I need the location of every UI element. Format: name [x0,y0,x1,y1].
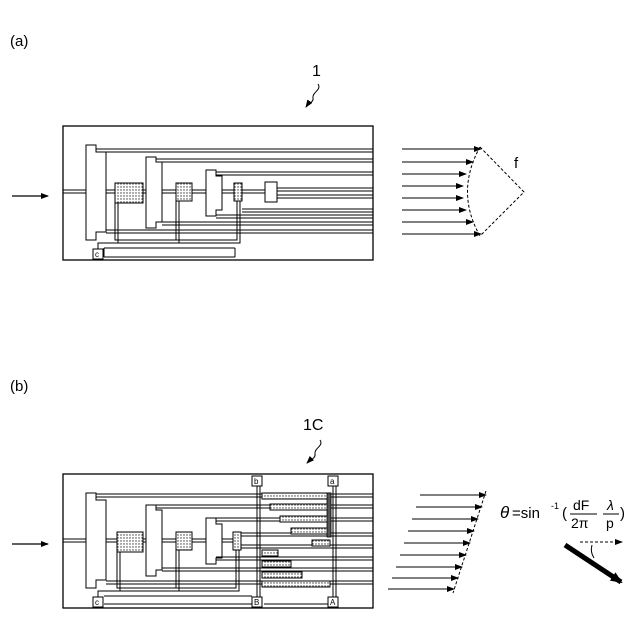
focus-label-f: f [514,155,519,172]
formula-sin: =sin [512,505,540,522]
splitter-3 [206,170,222,216]
device-number-a: 1 [312,63,321,80]
phase-shifter-b-2 [176,532,192,550]
phase-shifter-2 [176,183,192,201]
wavefront-a [468,147,481,236]
electrode-strip-a [327,493,331,537]
formula-theta: θ [500,503,510,522]
port-B-label: B [254,598,259,607]
device-number-b: 1C [303,417,323,434]
phase-shifter-1 [115,183,143,203]
splitter-4 [265,182,277,202]
splitter-2 [146,157,162,228]
port-c-label-b: c [95,598,99,607]
leader-line-a [306,84,319,107]
port-c-label: c [95,250,99,259]
phase-shifter-b-3 [233,532,241,550]
formula-frac1-num: dF [573,497,589,513]
leader-line-b [307,440,321,463]
steering-phase-shifters [262,493,330,587]
phase-shifter-b-1 [117,532,143,552]
formula-frac1-den: 2π [571,515,589,531]
splitter-b-2 [146,505,162,576]
formula-paren-close: ) [620,505,625,522]
splitter-1 [86,145,106,240]
angle-arc [591,545,594,558]
output-arrows-a [402,149,481,234]
phase-shifter-3 [234,183,242,201]
formula-paren-open: ( [562,505,567,522]
port-A-label: A [330,598,336,607]
steered-beam-arrow [565,545,621,582]
steering-formula: θ =sin -1 ( dF 2π λ p ) [500,497,625,531]
formula-frac2-num: λ [606,497,614,513]
output-arrows-b [388,495,486,589]
formula-frac2-den: p [606,515,614,531]
tilted-wavefront [453,491,486,593]
port-b-label: b [254,477,259,486]
splitter-b-1 [86,493,106,588]
port-a-label: a [330,477,335,486]
panel-b-diagram: c b a B A 1C θ =sin -1 ( dF 2π [12,417,625,608]
panel-a-diagram: c 1 f [12,63,524,260]
formula-superscript: -1 [551,501,559,511]
